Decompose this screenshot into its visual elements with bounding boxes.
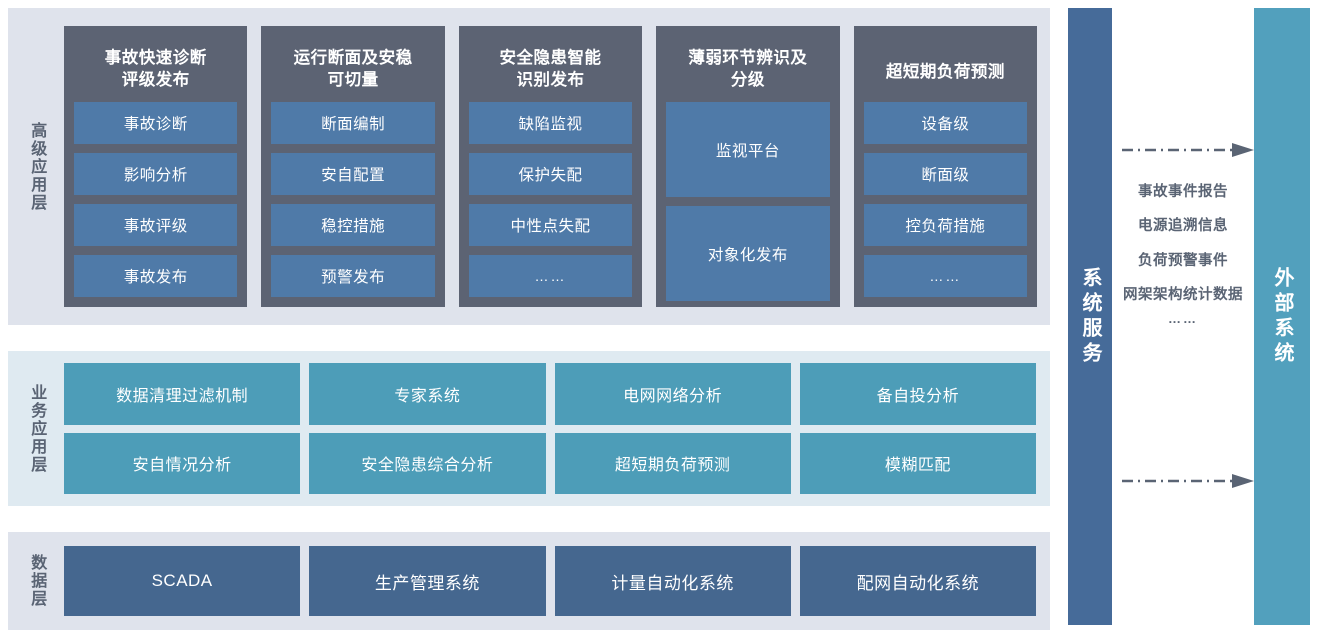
app-item[interactable]: 影响分析 (74, 153, 238, 195)
advanced-layer-body: 事故快速诊断 评级发布 事故诊断 影响分析 事故评级 事故发布 运行断 (64, 8, 1050, 325)
app-item-more[interactable]: …… (468, 255, 633, 297)
advanced-application-layer: 高级应用层 事故快速诊断 评级发布 事故诊断 影响分析 事故评级 事故发布 (8, 8, 1050, 325)
app-column-accident-diagnosis[interactable]: 事故快速诊断 评级发布 事故诊断 影响分析 事故评级 事故发布 (64, 26, 248, 307)
data-exchange-area: 事故事件报告 电源追溯信息 负荷预警事件 网架架构统计数据 …… (1112, 8, 1254, 625)
data-source-item[interactable]: 生产管理系统 (309, 546, 546, 616)
app-column-weak-link[interactable]: 薄弱环节辨识及 分级 监视平台 对象化发布 (656, 26, 840, 307)
business-item[interactable]: 备自投分析 (799, 363, 1036, 425)
title-line: 评级发布 (121, 71, 190, 89)
layer-label-data: 数据层 (28, 554, 46, 608)
app-column-title: 安全隐患智能 识别发布 (469, 38, 632, 96)
business-item[interactable]: 电网网络分析 (554, 363, 791, 425)
app-column-title: 薄弱环节辨识及 分级 (666, 38, 829, 96)
title-line: 安全隐患智能 (499, 49, 602, 68)
exchange-label-more: …… (1168, 311, 1198, 327)
external-system-panel[interactable]: 外部系统 (1254, 8, 1310, 625)
app-item[interactable]: 事故诊断 (74, 102, 238, 144)
app-item-list: 设备级 断面级 控负荷措施 …… (863, 96, 1028, 297)
layer-label-business: 业务应用层 (28, 383, 46, 474)
app-column-title: 事故快速诊断 评级发布 (74, 38, 237, 96)
app-column-operation-section[interactable]: 运行断面及安稳 可切量 断面编制 安自配置 稳控措施 预警发布 (261, 26, 445, 307)
data-source-item[interactable]: 配网自动化系统 (799, 546, 1036, 616)
app-item[interactable]: 断面编制 (271, 102, 435, 144)
business-layer-body: 数据清理过滤机制 专家系统 电网网络分析 备自投分析 安自情况分析 安全隐患综合… (64, 351, 1050, 506)
business-item[interactable]: 安全隐患综合分析 (309, 432, 546, 494)
business-row: 数据清理过滤机制 专家系统 电网网络分析 备自投分析 (64, 363, 1036, 425)
app-item-more[interactable]: …… (863, 255, 1028, 297)
business-application-layer: 业务应用层 数据清理过滤机制 专家系统 电网网络分析 备自投分析 安自情况分析 … (8, 351, 1050, 506)
title-line: 超短期负荷预测 (885, 63, 1005, 82)
exchange-label: 负荷预警事件 (1138, 252, 1228, 269)
business-item[interactable]: 模糊匹配 (799, 432, 1036, 494)
business-item[interactable]: 超短期负荷预测 (554, 432, 791, 494)
layer-stack: 高级应用层 事故快速诊断 评级发布 事故诊断 影响分析 事故评级 事故发布 (8, 8, 1050, 630)
data-layer-body: SCADA 生产管理系统 计量自动化系统 配网自动化系统 (64, 532, 1050, 630)
business-row: 安自情况分析 安全隐患综合分析 超短期负荷预测 模糊匹配 (64, 432, 1036, 494)
app-item[interactable]: 对象化发布 (666, 206, 830, 301)
app-item[interactable]: 安自配置 (271, 153, 435, 195)
data-source-item[interactable]: SCADA (64, 546, 301, 616)
data-source-item[interactable]: 计量自动化系统 (554, 546, 791, 616)
app-column-title: 运行断面及安稳 可切量 (271, 38, 434, 96)
business-item[interactable]: 数据清理过滤机制 (64, 363, 301, 425)
exchange-label: 电源追溯信息 (1138, 218, 1228, 235)
business-item[interactable]: 安自情况分析 (64, 432, 301, 494)
app-item-list: 事故诊断 影响分析 事故评级 事故发布 (74, 96, 238, 297)
app-item[interactable]: 事故评级 (74, 204, 238, 246)
app-item-list: 监视平台 对象化发布 (666, 96, 830, 301)
app-item-list: 缺陷监视 保护失配 中性点失配 …… (468, 96, 633, 297)
exchange-label-list: 事故事件报告 电源追溯信息 负荷预警事件 网架架构统计数据 …… (1112, 183, 1254, 327)
arrow-to-external-top-icon (1122, 143, 1254, 157)
title-line: 运行断面及安稳 (293, 49, 413, 68)
title-line: 事故快速诊断 (104, 49, 207, 68)
app-item[interactable]: 保护失配 (468, 153, 633, 195)
system-service-panel[interactable]: 系统服务 (1068, 8, 1112, 625)
exchange-label: 事故事件报告 (1138, 184, 1228, 200)
title-line: 薄弱环节辨识及 (688, 49, 808, 68)
exchange-label: 网架架构统计数据 (1123, 286, 1243, 303)
layer-label-advanced: 高级应用层 (28, 121, 46, 212)
title-line: 可切量 (327, 71, 379, 89)
app-column-safety-hazard[interactable]: 安全隐患智能 识别发布 缺陷监视 保护失配 中性点失配 …… (458, 26, 643, 307)
app-item-list: 断面编制 安自配置 稳控措施 预警发布 (271, 96, 435, 297)
app-column-ultrashort-load-forecast[interactable]: 超短期负荷预测 设备级 断面级 控负荷措施 …… (853, 26, 1038, 307)
arrow-to-external-bottom-icon (1122, 474, 1254, 488)
app-item[interactable]: 缺陷监视 (468, 102, 633, 144)
business-item[interactable]: 专家系统 (309, 363, 546, 425)
data-layer: 数据层 SCADA 生产管理系统 计量自动化系统 配网自动化系统 (8, 532, 1050, 630)
app-item[interactable]: 控负荷措施 (863, 204, 1028, 246)
app-item[interactable]: 中性点失配 (468, 204, 633, 246)
title-line: 识别发布 (516, 71, 585, 89)
app-item[interactable]: 预警发布 (271, 255, 435, 297)
app-item[interactable]: 事故发布 (74, 255, 238, 297)
app-item[interactable]: 稳控措施 (271, 204, 435, 246)
app-column-title: 超短期负荷预测 (864, 38, 1027, 96)
app-item[interactable]: 断面级 (863, 153, 1028, 195)
app-item[interactable]: 监视平台 (666, 102, 830, 197)
title-line: 分级 (730, 71, 765, 89)
app-item[interactable]: 设备级 (863, 102, 1028, 144)
